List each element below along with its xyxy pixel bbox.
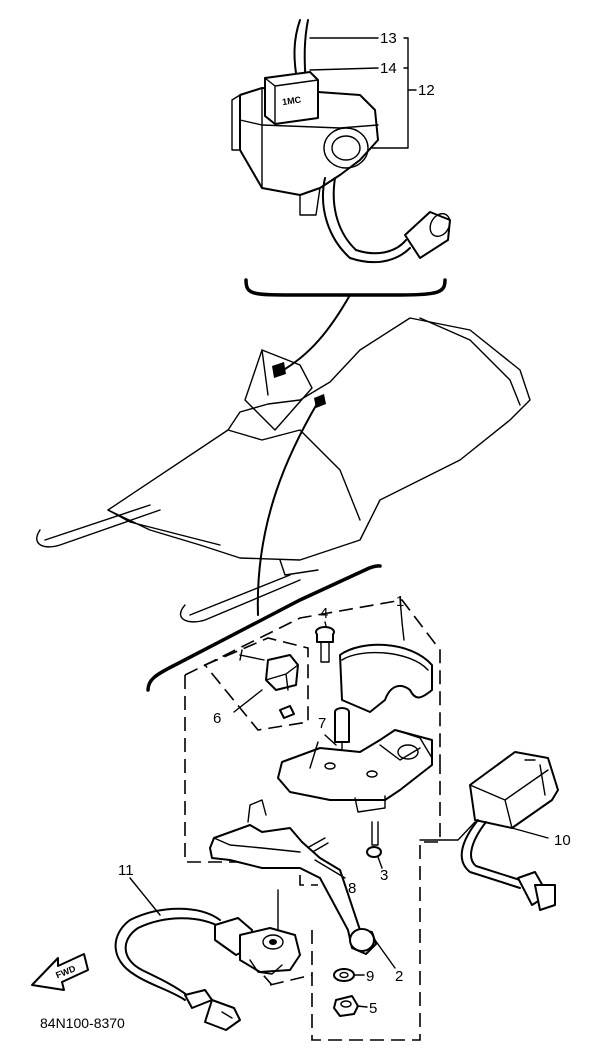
dash-box-top xyxy=(184,599,441,760)
callout-14: 14 xyxy=(380,60,397,77)
route-line-1 xyxy=(279,294,351,373)
switch-connector xyxy=(404,211,451,259)
snowmobile-outline xyxy=(36,317,531,623)
part-3-bolt xyxy=(366,821,382,858)
callout-11: 11 xyxy=(118,862,134,879)
part-5-nut xyxy=(333,995,359,1017)
mounting-bracket-lower xyxy=(146,564,382,692)
part-7-collar xyxy=(334,707,350,773)
route-line-2 xyxy=(256,401,319,616)
callout-6: 6 xyxy=(213,710,221,727)
callout-5: 5 xyxy=(369,1000,377,1017)
relay-marking: 1MC xyxy=(282,94,303,107)
fwd-arrow-icon: FWD xyxy=(31,953,89,991)
dash-box-right xyxy=(311,760,441,1041)
callout-3: 3 xyxy=(380,867,388,884)
diagram-code: 84N100-8370 xyxy=(40,1015,125,1031)
switch-box-assembly: 1MC xyxy=(231,19,451,264)
callout-9: 9 xyxy=(366,968,374,985)
callout-13: 13 xyxy=(380,30,397,47)
callout-2: 2 xyxy=(395,968,403,985)
callout-12: 12 xyxy=(418,82,435,99)
throttle-bracket xyxy=(277,729,433,801)
callout-8: 8 xyxy=(348,880,356,897)
callout-1: 1 xyxy=(396,593,404,610)
part-10-module xyxy=(419,751,559,911)
lever-ball-end xyxy=(349,928,375,952)
part-4-bolt xyxy=(315,626,335,663)
part-6-clip-bolt xyxy=(239,649,299,719)
bracket-12 xyxy=(371,37,409,149)
part-11-throttle-switch xyxy=(114,907,301,1031)
part-9-washer xyxy=(333,968,355,982)
mounting-bracket-upper xyxy=(244,278,447,297)
snowmobile-windshield xyxy=(244,349,313,431)
callout-4: 4 xyxy=(320,605,328,622)
callout-10: 10 xyxy=(554,832,571,849)
lever-cover xyxy=(339,643,433,713)
callout-7: 7 xyxy=(318,715,326,732)
